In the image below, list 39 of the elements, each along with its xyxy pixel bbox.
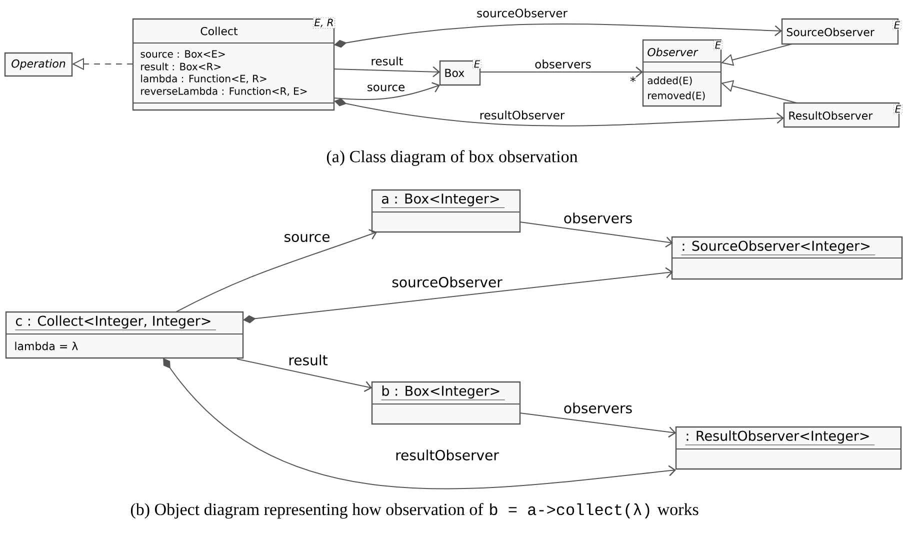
arrow xyxy=(334,66,440,78)
object-box: : ResultObserver<Integer> xyxy=(675,426,902,470)
edge-label: resultObserver xyxy=(394,448,500,462)
arrow xyxy=(520,412,676,438)
caption: (a) Class diagram of box observation xyxy=(326,150,578,166)
code-text: b = a->collect(λ) xyxy=(490,503,650,518)
object-box: b : Box<Integer> xyxy=(371,381,521,425)
template-parameter-box: E xyxy=(472,59,482,69)
class-box: Observer E added(E) removed(E) xyxy=(642,39,722,107)
edge-label: result xyxy=(370,56,404,66)
arrow xyxy=(334,82,440,100)
object-box: a : Box<Integer> xyxy=(371,189,521,233)
class-box: Operation xyxy=(4,52,73,77)
object-box: c : Collect<Integer, Integer> lambda = λ xyxy=(5,311,244,359)
edge-label: sourceObserver xyxy=(390,276,504,288)
caption: works xyxy=(657,503,698,516)
arrow xyxy=(236,358,372,392)
edge-label: observers xyxy=(562,212,634,224)
caption: (b) Object diagram representing how observation of xyxy=(130,503,484,519)
edge-label: source xyxy=(366,84,406,92)
arrow xyxy=(163,358,676,490)
arrow xyxy=(243,267,673,324)
class-box: Collect E, R source : Box<E> result : Box<R> lambda : Function<E, R> reverseLambda : Function<R, E> xyxy=(132,18,336,111)
arrow xyxy=(520,222,673,248)
edge-label: resultObserver xyxy=(478,110,566,120)
edge-label: source xyxy=(282,232,332,244)
arrow xyxy=(480,66,643,78)
edge-label: observers xyxy=(562,402,634,414)
class-box: Box E xyxy=(439,59,482,86)
arrow xyxy=(334,24,782,48)
edge-label: result xyxy=(287,354,329,366)
multiplicity-label: * xyxy=(630,76,636,82)
class-box: ResultObserver E xyxy=(783,102,902,128)
arrow xyxy=(176,229,377,312)
class-box: SourceObserver E xyxy=(781,18,902,45)
template-parameter-box: E, R xyxy=(313,18,336,28)
edge-label: sourceObserver xyxy=(476,8,568,18)
edge-label: observers xyxy=(534,58,592,70)
object-box: : SourceObserver<Integer> xyxy=(671,236,903,280)
